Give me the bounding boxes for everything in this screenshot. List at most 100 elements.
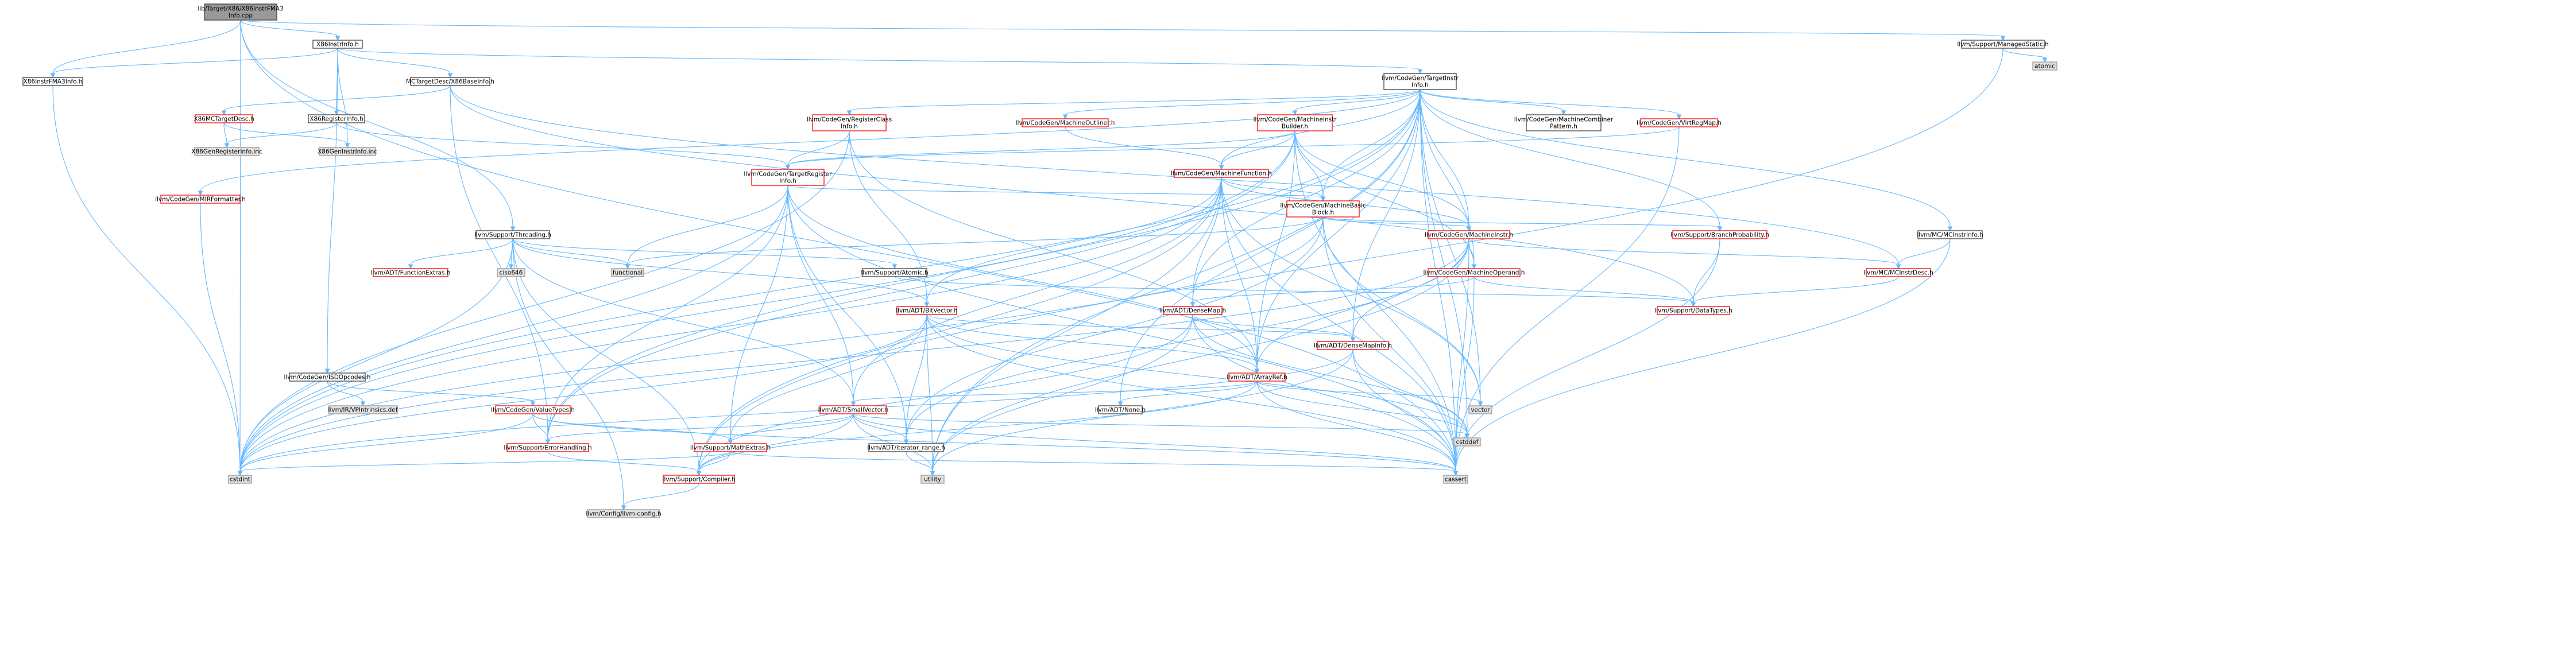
dependency-edge-x86registerinfo-to-targetregisterinfo: [336, 122, 791, 170]
node-atomic: atomic: [2032, 61, 2057, 71]
node-label: utility: [924, 476, 941, 483]
node-errorhandling[interactable]: llvm/Support/ErrorHandling.h: [504, 443, 592, 452]
node-box: [611, 268, 644, 277]
node-label: llvm/ADT/DenseMapInfo.h: [1314, 343, 1392, 350]
node-iteratorrange[interactable]: llvm/ADT/iterator_range.h: [867, 443, 945, 452]
node-label: cassert: [1445, 476, 1467, 483]
dependency-edge-arrayref-to-vector: [1256, 381, 1483, 407]
node-machineoutliner[interactable]: llvm/CodeGen/MachineOutliner.h: [1016, 118, 1115, 127]
node-label: llvm/CodeGen/ISDOpcodes.h: [284, 374, 370, 381]
node-branchprobability[interactable]: llvm/Support/BranchProbability.h: [1670, 230, 1769, 239]
node-densemapinfo[interactable]: llvm/ADT/DenseMapInfo.h: [1314, 341, 1392, 350]
node-mcinstrinfo[interactable]: llvm/MC/MCInstrInfo.h: [1917, 230, 1983, 239]
dependency-edge-supportatomic-to-datatypes: [894, 276, 1696, 308]
dependency-edge-machinebasicblock-to-vector: [1322, 216, 1483, 407]
node-label: llvm/ADT/None.h: [1095, 407, 1146, 414]
node-mirformatter[interactable]: llvm/CodeGen/MIRFormatter.h: [155, 195, 246, 204]
node-threading[interactable]: llvm/Support/Threading.h: [474, 230, 551, 239]
node-label: llvm/Support/Compiler.h: [662, 476, 735, 483]
dependency-edge-threading-to-supportatomic: [512, 238, 898, 270]
node-vector: vector: [1468, 405, 1492, 414]
node-box: [663, 475, 735, 484]
node-valuetypes[interactable]: llvm/CodeGen/ValueTypes.h: [491, 405, 575, 414]
node-box: [373, 268, 448, 277]
node-adtnone[interactable]: llvm/ADT/None.h: [1095, 405, 1146, 414]
node-x86instrfma3[interactable]: X86InstrFMA3Info.h: [22, 77, 83, 86]
node-label: llvm/Support/MathExtras.h: [690, 445, 771, 452]
node-label: llvm/Support/DataTypes.h: [1654, 308, 1732, 315]
dependency-edge-targetregisterinfo-to-functional: [625, 185, 788, 270]
node-virtregmap[interactable]: llvm/CodeGen/VirtRegMap.h: [1637, 118, 1722, 127]
node-label: llvm/CodeGen/MachineInstr.h: [1425, 232, 1513, 239]
node-smallvector[interactable]: llvm/ADT/SmallVector.h: [818, 405, 889, 414]
node-label: llvm/CodeGen/TargetRegister: [744, 171, 832, 178]
node-label: X86RegisterInfo.h: [310, 116, 363, 123]
dependency-edge-targetregisterinfo-to-machinebasicblock: [787, 185, 1326, 202]
node-box: [1961, 40, 2045, 49]
node-box: [1468, 405, 1492, 414]
node-box: [160, 195, 241, 204]
node-functionextras[interactable]: llvm/ADT/FunctionExtras.h: [371, 268, 451, 277]
dependency-edge-densemapinfo-to-cstddef: [1352, 349, 1470, 439]
node-managedstatic[interactable]: llvm/Support/ManagedStatic.h: [1957, 40, 2049, 49]
node-label: llvm/CodeGen/RegisterClass: [807, 117, 892, 123]
dependency-edge-smallvector-to-mathextras: [728, 413, 854, 445]
node-label: llvm/Support/Atomic.h: [861, 270, 928, 277]
dependency-edge-machinebasicblock-to-machineinstr: [1322, 216, 1472, 232]
node-machineoperand[interactable]: llvm/CodeGen/MachineOperand.h: [1424, 268, 1525, 277]
node-label: llvm/MC/MCInstrDesc.h: [1863, 270, 1933, 277]
dependency-edge-machinefunction-to-cstdint: [237, 177, 1222, 476]
dependency-edge-machinefunction-to-arrayref: [1221, 177, 1260, 374]
node-x86geninstrinfo: X86GenInstrInfo.inc: [318, 147, 377, 156]
dependency-edge-x86mctargetdesc-to-x86geninstrinfo: [223, 122, 350, 149]
dependency-edge-iteratorrange-to-utility: [906, 451, 935, 476]
nodes-layer: lib/Target/X86/X86InstrFMA3Info.cppX86In…: [22, 3, 2057, 518]
node-machineinstr[interactable]: llvm/CodeGen/MachineInstr.h: [1425, 230, 1513, 239]
dependency-edge-machineinstr-to-mcinstrdesc: [1468, 238, 1901, 270]
node-label: MCTargetDesc/X86BaseInfo.h: [406, 79, 494, 86]
node-box: [896, 306, 957, 315]
node-mcinstrdesc[interactable]: llvm/MC/MCInstrDesc.h: [1863, 268, 1933, 277]
node-vpintrinsics: llvm/IR/VPIntrinsics.def: [328, 405, 398, 414]
node-box: [328, 405, 398, 414]
node-llvmconfig: llvm/Config/llvm-config.h: [586, 509, 662, 518]
node-label: llvm/ADT/ArrayRef.h: [1227, 374, 1287, 381]
node-datatypes[interactable]: llvm/Support/DataTypes.h: [1654, 306, 1732, 315]
node-box: [1257, 114, 1333, 131]
node-isdopcodes[interactable]: llvm/CodeGen/ISDOpcodes.h: [284, 372, 371, 382]
node-x86instrinfo[interactable]: X86InstrInfo.h: [312, 40, 363, 49]
node-label: llvm/ADT/DenseMap.h: [1159, 308, 1226, 315]
dependency-edge-x86instrinfo-to-isdopcodes: [324, 48, 338, 374]
node-x86genregisterinfo: X86GenRegisterInfo.inc: [191, 147, 262, 156]
node-box: [1657, 306, 1730, 315]
node-arrayref[interactable]: llvm/ADT/ArrayRef.h: [1227, 372, 1287, 382]
node-supportatomic[interactable]: llvm/Support/Atomic.h: [861, 268, 929, 277]
node-box: [1022, 118, 1109, 127]
node-label: llvm/CodeGen/MachineCombiner: [1514, 117, 1614, 123]
node-machinefunction[interactable]: llvm/CodeGen/MachineFunction.h: [1171, 169, 1272, 178]
dependency-edge-smallvector-to-iteratorrange: [853, 413, 909, 445]
node-label: lib/Target/X86/X86InstrFMA3: [198, 6, 283, 13]
node-bitvector[interactable]: llvm/ADT/BitVector.h: [896, 306, 958, 315]
node-densemap[interactable]: llvm/ADT/DenseMap.h: [1159, 306, 1226, 315]
node-x86mctargetdesc[interactable]: X86MCTargetDesc.h: [194, 114, 254, 123]
node-label: Block.h: [1312, 209, 1334, 216]
node-mathextras[interactable]: llvm/Support/MathExtras.h: [690, 443, 771, 452]
node-box: [1443, 475, 1468, 484]
dependency-edge-threading-to-functional: [512, 238, 631, 270]
node-label: cstdint: [230, 476, 250, 483]
dependency-edge-threading-to-functionextras: [408, 238, 513, 270]
node-compiler[interactable]: llvm/Support/Compiler.h: [662, 475, 736, 484]
node-box: [1428, 230, 1510, 239]
node-x86registerinfo[interactable]: X86RegisterInfo.h: [308, 114, 365, 123]
node-label: llvm/ADT/SmallVector.h: [818, 407, 889, 414]
node-root: lib/Target/X86/X86InstrFMA3Info.cpp: [198, 3, 284, 21]
node-mctargetx86base[interactable]: MCTargetDesc/X86BaseInfo.h: [406, 77, 494, 86]
